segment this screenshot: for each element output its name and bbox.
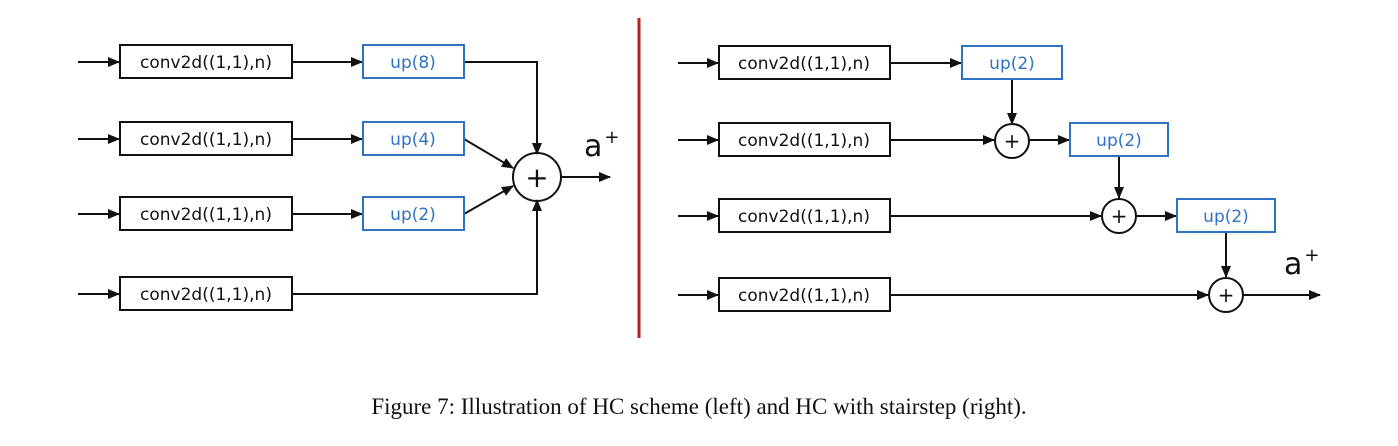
left-conv-label-3: conv2d((1,1),n) [140, 205, 272, 225]
left-up-box-1: up(8) [362, 44, 465, 79]
left-conv-label-2: conv2d((1,1),n) [140, 130, 272, 150]
figure-caption: Figure 7: Illustration of HC scheme (lef… [371, 394, 1027, 419]
right-up-box-3: up(2) [1176, 198, 1276, 233]
left-conv-box-1: conv2d((1,1),n) [119, 44, 293, 79]
left-conv-box-4: conv2d((1,1),n) [119, 276, 293, 311]
right-conv-label-3: conv2d((1,1),n) [738, 207, 870, 227]
right-up-label-2: up(2) [1096, 131, 1142, 151]
left-conv-box-2: conv2d((1,1),n) [119, 121, 293, 156]
left-output-superscript: + [604, 127, 619, 148]
left-up4-to-sum-connector [463, 138, 514, 169]
right-sum-symbol-2: + [1111, 204, 1128, 228]
right-output-superscript: + [1304, 245, 1319, 266]
left-up2-to-sum-connector [463, 185, 514, 215]
left-up-label-1: up(8) [390, 53, 436, 73]
left-conv-label-1: conv2d((1,1),n) [140, 53, 272, 73]
left-up-box-3: up(2) [362, 196, 465, 231]
right-output-letter: a [1284, 247, 1302, 282]
left-output-label: a+ [584, 127, 619, 164]
left-up-box-2: up(4) [362, 121, 465, 156]
right-conv-label-2: conv2d((1,1),n) [738, 131, 870, 151]
right-conv-label-1: conv2d((1,1),n) [738, 54, 870, 74]
left-sum-symbol: + [525, 161, 548, 194]
left-up-label-3: up(2) [390, 205, 436, 225]
left-conv4-to-sum-connector [292, 199, 542, 295]
left-up-label-2: up(4) [390, 130, 436, 150]
left-output-letter: a [584, 129, 602, 164]
right-sum-symbol-3: + [1218, 283, 1235, 307]
right-conv-label-4: conv2d((1,1),n) [738, 286, 870, 306]
right-sum-symbol-1: + [1004, 129, 1021, 153]
right-output-label: a+ [1284, 245, 1319, 282]
right-conv-box-3: conv2d((1,1),n) [718, 198, 891, 233]
right-up-label-1: up(2) [989, 54, 1035, 74]
right-conv-box-2: conv2d((1,1),n) [718, 122, 891, 157]
right-conv-box-1: conv2d((1,1),n) [718, 45, 891, 80]
right-conv-box-4: conv2d((1,1),n) [718, 277, 891, 312]
right-up-box-1: up(2) [961, 45, 1063, 80]
hc-diagram: conv2d((1,1),n) conv2d((1,1),n) conv2d((… [78, 18, 1321, 338]
left-conv-box-3: conv2d((1,1),n) [119, 196, 293, 231]
right-up-box-2: up(2) [1069, 122, 1169, 157]
left-conv-label-4: conv2d((1,1),n) [140, 285, 272, 305]
right-up-label-3: up(2) [1203, 207, 1249, 227]
left-up8-to-sum-connector [464, 61, 542, 155]
